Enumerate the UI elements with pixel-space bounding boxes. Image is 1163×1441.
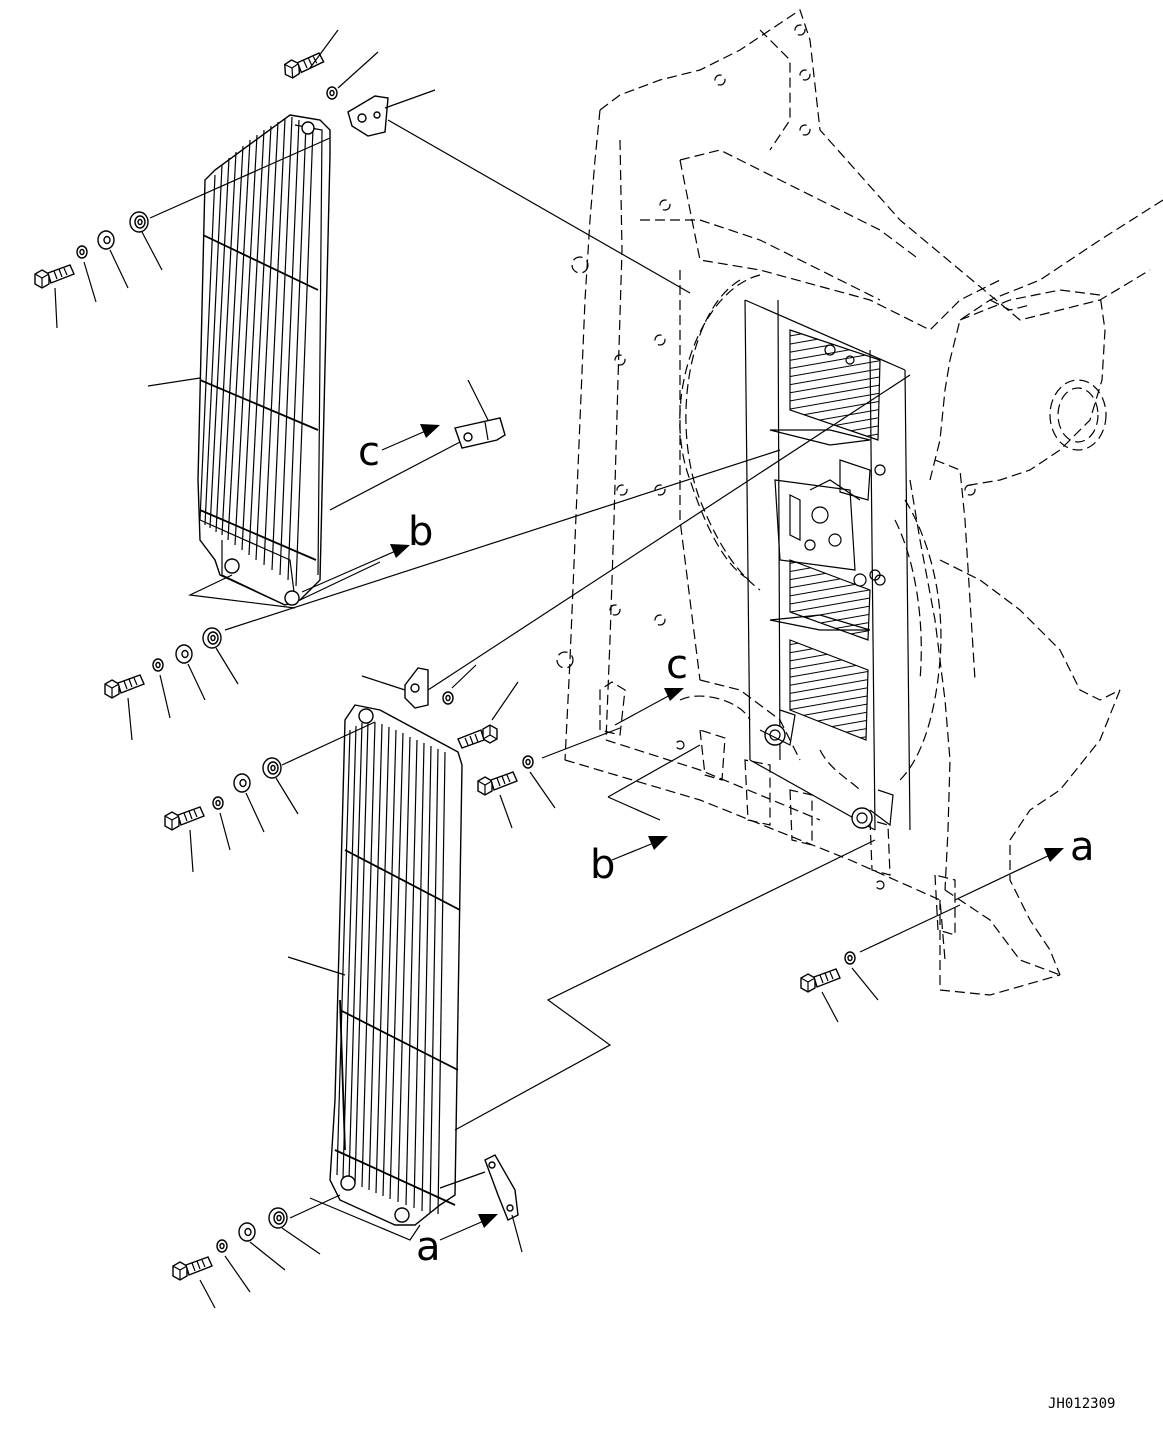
lower-upper-bracket bbox=[404, 667, 429, 709]
label-b-upper: b bbox=[408, 509, 433, 555]
radiator-core bbox=[744, 299, 911, 831]
leader-lines bbox=[54, 29, 879, 1309]
label-b-lower: b bbox=[590, 842, 615, 888]
lower-guard bbox=[329, 704, 463, 1226]
mid-bracket-c bbox=[454, 417, 506, 449]
label-a-bottom: a bbox=[416, 1224, 441, 1270]
drawing-code: JH012309 bbox=[1048, 1396, 1115, 1412]
alignment-lines bbox=[149, 119, 961, 1241]
machine-frame bbox=[556, 9, 1163, 996]
upper-bracket bbox=[347, 95, 389, 137]
upper-guard bbox=[197, 114, 331, 606]
label-c-lower: c bbox=[666, 642, 688, 688]
label-a-right: a bbox=[1070, 824, 1095, 870]
direction-arrows bbox=[301, 424, 1064, 1241]
label-c-upper: c bbox=[358, 429, 380, 475]
bottom-bracket-a bbox=[484, 1154, 519, 1221]
